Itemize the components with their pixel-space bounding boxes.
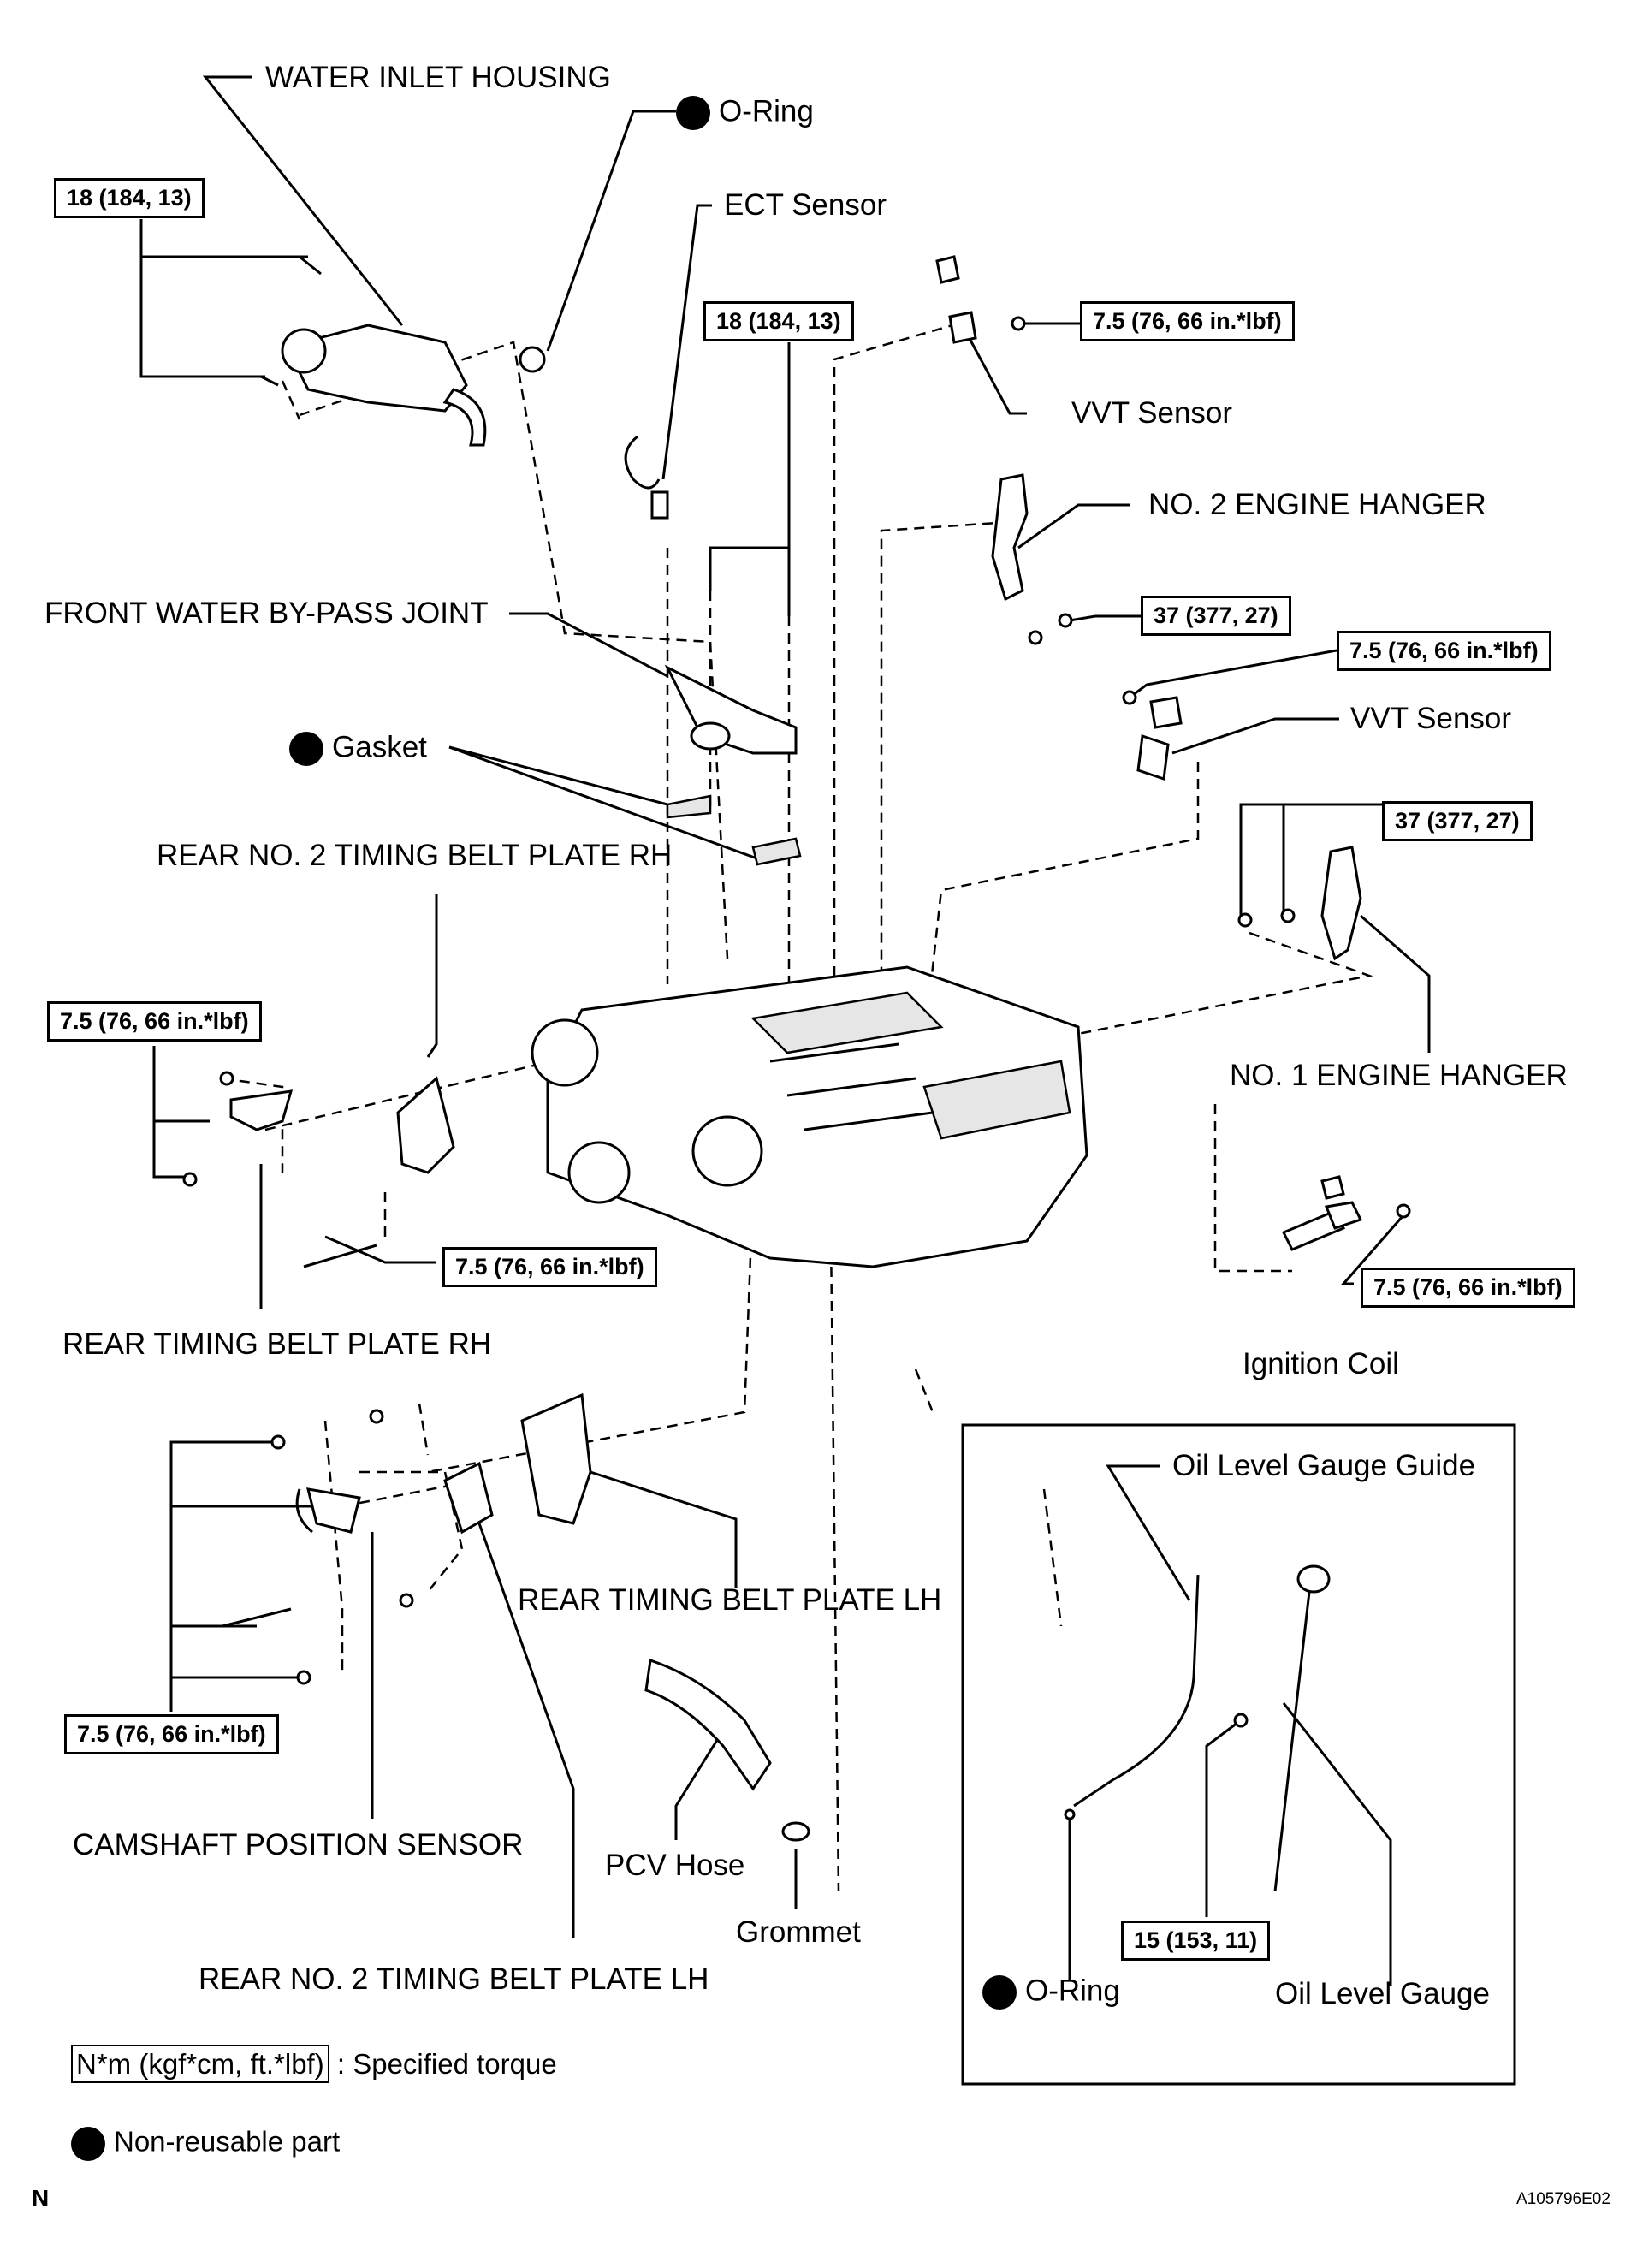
legend-torque-unit: N*m (kgf*cm, ft.*lbf) <box>71 2045 329 2083</box>
ect-sensor-part <box>624 435 669 520</box>
nonreusable-dot-icon <box>676 96 710 130</box>
water-inlet-housing-part <box>260 255 487 447</box>
label-vvt-sensor-mid: VVT Sensor <box>1350 702 1512 735</box>
label-front-water-bypass-joint: FRONT WATER BY-PASS JOINT <box>44 597 489 630</box>
nonreusable-dot-icon <box>71 2127 105 2161</box>
label-water-inlet-housing: WATER INLET HOUSING <box>265 61 611 94</box>
oil-gauge-inset-frame <box>961 1423 1516 2086</box>
label-rear-no2-tbp-rh: REAR NO. 2 TIMING BELT PLATE RH <box>157 839 673 872</box>
label-grommet: Grommet <box>736 1915 861 1949</box>
torque-vvt-mid: 7.5 (76, 66 in.*lbf) <box>1337 631 1551 671</box>
front-water-bypass-joint-part <box>664 664 802 866</box>
rear-timing-belt-plate-rh-part <box>182 1071 455 1268</box>
torque-rh-plate: 7.5 (76, 66 in.*lbf) <box>47 1001 262 1042</box>
no2-engine-hanger-part <box>991 473 1073 645</box>
label-vvt-sensor-top: VVT Sensor <box>1071 396 1233 430</box>
north-marker: N <box>32 2185 50 2212</box>
torque-ignition-coil: 7.5 (76, 66 in.*lbf) <box>1361 1268 1575 1308</box>
label-ect-sensor: ECT Sensor <box>724 188 887 222</box>
label-rear-no2-tbp-lh: REAR NO. 2 TIMING BELT PLATE LH <box>199 1962 709 1996</box>
torque-no2-hanger: 37 (377, 27) <box>1141 596 1291 636</box>
no1-engine-hanger-part <box>1237 846 1362 961</box>
label-oil-level-gauge-guide: Oil Level Gauge Guide <box>1172 1449 1476 1482</box>
ignition-coil-part <box>1281 1175 1411 1251</box>
torque-vvt-top: 7.5 (76, 66 in.*lbf) <box>1080 301 1295 341</box>
torque-no1-hanger: 37 (377, 27) <box>1382 801 1533 841</box>
torque-rh-plate-lower: 7.5 (76, 66 in.*lbf) <box>442 1247 657 1287</box>
figure-id: A105796E02 <box>1516 2190 1610 2208</box>
torque-bypass-joint: 18 (184, 13) <box>703 301 854 341</box>
label-oil-level-gauge: Oil Level Gauge <box>1275 1977 1490 2010</box>
legend-torque-desc: : Specified torque <box>336 2048 557 2080</box>
label-camshaft-position-sensor: CAMSHAFT POSITION SENSOR <box>73 1828 524 1861</box>
engine-block-part <box>531 965 1088 1268</box>
label-o-ring-top: O-Ring <box>676 96 814 130</box>
label-ignition-coil: Ignition Coil <box>1243 1347 1399 1380</box>
nonreusable-dot-icon <box>289 732 323 766</box>
label-o-ring-bottom: O-Ring <box>982 1975 1120 2010</box>
label-no1-engine-hanger: NO. 1 ENGINE HANGER <box>1230 1059 1568 1092</box>
vvt-sensor-top-part <box>935 255 1026 344</box>
label-rear-tbp-rh: REAR TIMING BELT PLATE RH <box>62 1327 492 1361</box>
label-pcv-hose: PCV Hose <box>605 1849 745 1882</box>
oil-level-gauge-part <box>1064 1564 1331 1892</box>
legend-nonreusable: Non-reusable part <box>71 2127 340 2161</box>
label-no2-engine-hanger: NO. 2 ENGINE HANGER <box>1148 488 1486 521</box>
torque-lh-plate: 7.5 (76, 66 in.*lbf) <box>64 1714 279 1754</box>
leader-lines <box>139 75 1431 1986</box>
legend-torque: N*m (kgf*cm, ft.*lbf) : Specified torque <box>71 2045 557 2083</box>
vvt-sensor-mid-part <box>1122 690 1183 781</box>
pcv-hose-part <box>644 1659 810 1842</box>
torque-oil-gauge-guide: 15 (153, 11) <box>1121 1921 1271 1961</box>
rear-timing-belt-plate-lh-part <box>222 1392 592 1685</box>
nonreusable-dot-icon <box>982 1975 1017 2010</box>
label-gasket: Gasket <box>289 732 427 766</box>
o-ring-top-part <box>519 346 546 373</box>
torque-water-inlet: 18 (184, 13) <box>54 178 205 218</box>
label-rear-tbp-lh: REAR TIMING BELT PLATE LH <box>518 1583 942 1617</box>
